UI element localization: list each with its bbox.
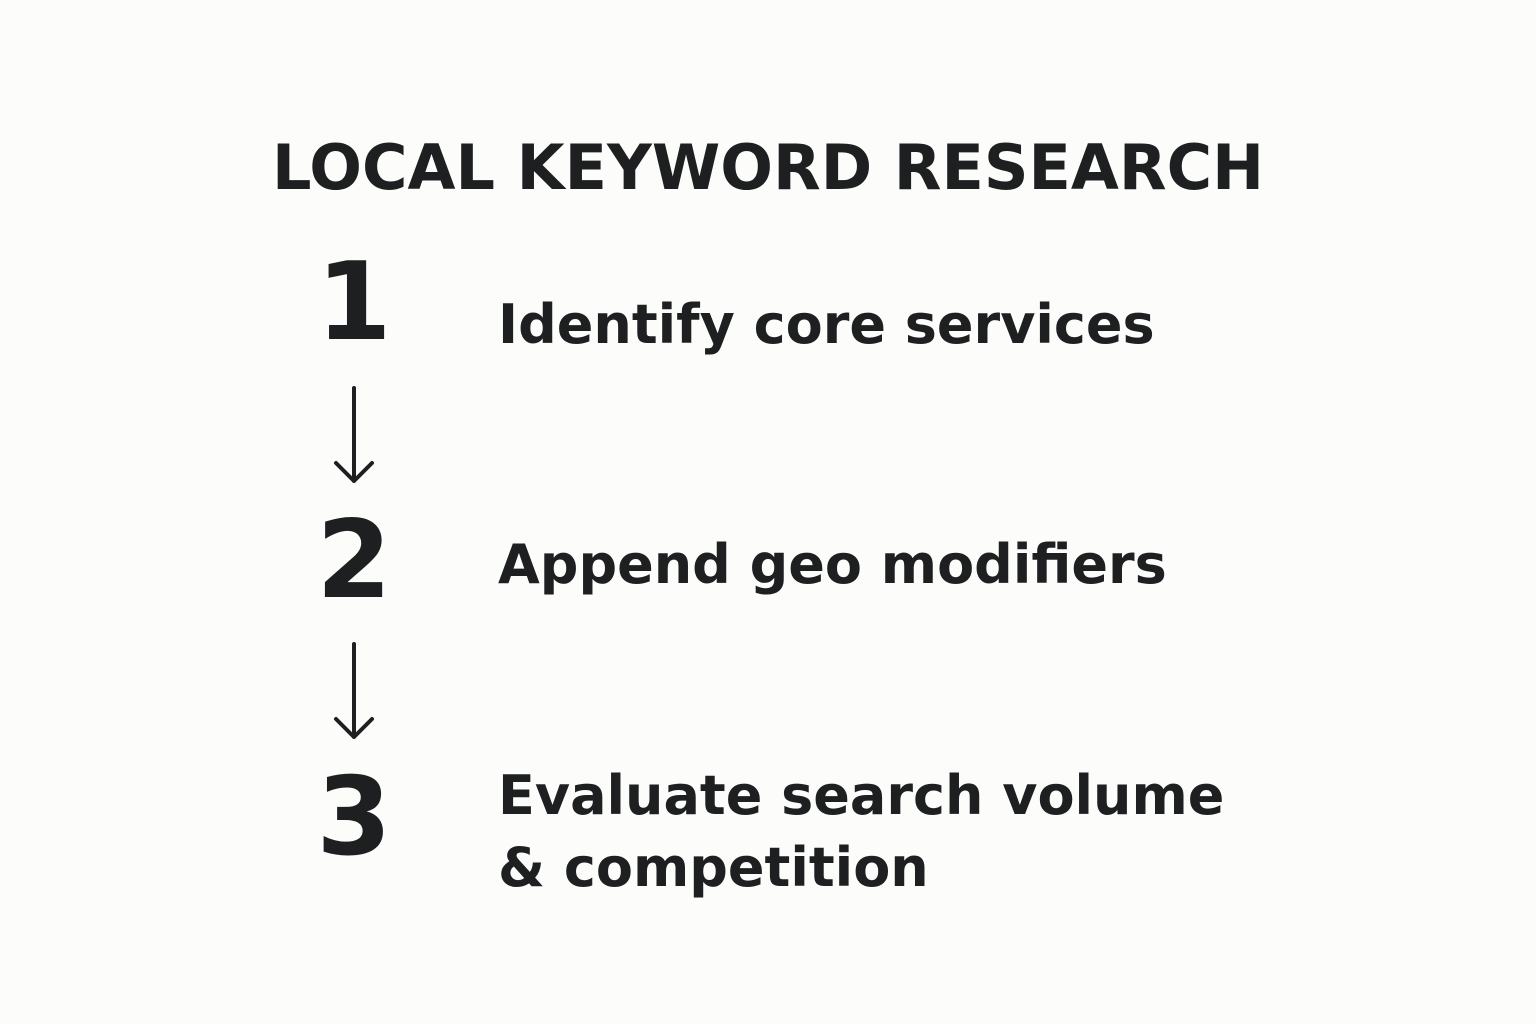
down-arrow-icon bbox=[334, 642, 374, 739]
down-arrow-icon bbox=[334, 386, 374, 483]
step-1-number: 1 bbox=[316, 240, 392, 365]
step-1-label: Identify core services bbox=[498, 293, 1155, 356]
step-2-number: 2 bbox=[316, 498, 392, 623]
step-3-label-line-1: Evaluate search volume bbox=[498, 764, 1225, 827]
step-2-label: Append geo modifiers bbox=[498, 533, 1167, 596]
step-3-number: 3 bbox=[316, 755, 392, 880]
step-3-label-line-2: & competition bbox=[498, 836, 929, 899]
step-3-label: Evaluate search volume & competition bbox=[498, 760, 1398, 904]
diagram-title: LOCAL KEYWORD RESEARCH bbox=[272, 130, 1264, 204]
